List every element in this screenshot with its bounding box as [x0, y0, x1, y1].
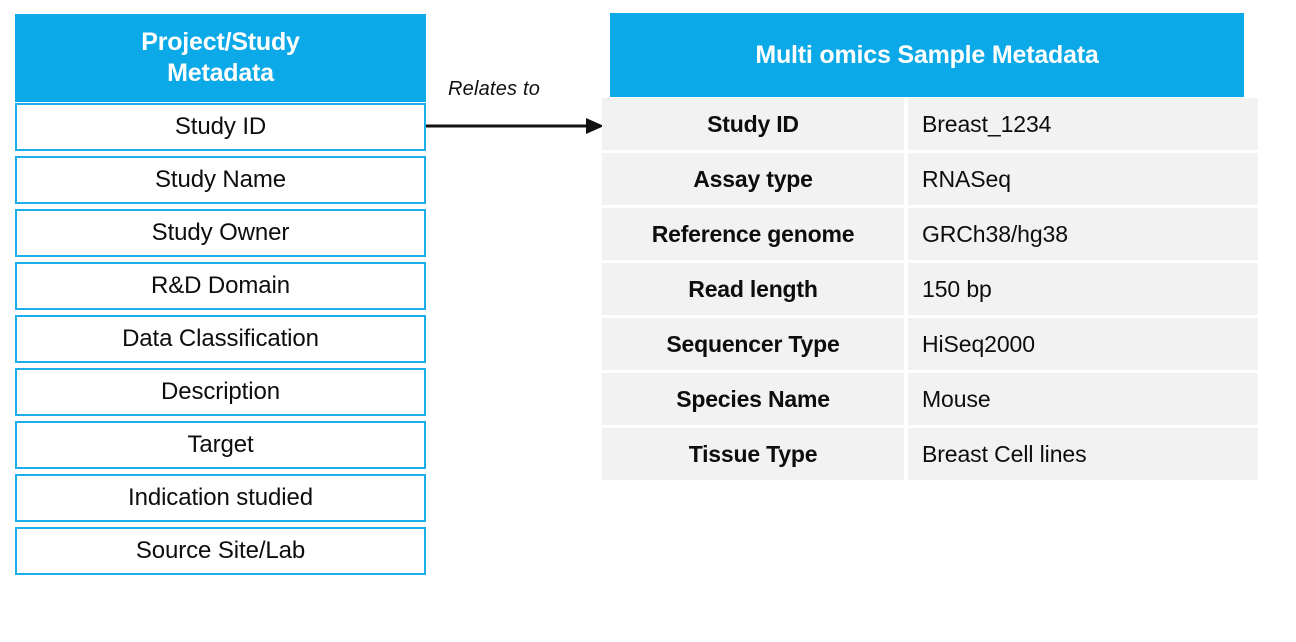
metadata-field-description[interactable]: Description	[15, 368, 426, 416]
multi-omics-sample-metadata-panel: Multi omics Sample Metadata Study ID Bre…	[602, 13, 1258, 483]
table-cell-value: Mouse	[908, 373, 1258, 425]
table-cell-field: Study ID	[602, 98, 904, 150]
table-row[interactable]: Species Name Mouse	[602, 373, 1258, 425]
table-cell-value: Breast Cell lines	[908, 428, 1258, 480]
table-cell-value: GRCh38/hg38	[908, 208, 1258, 260]
table-cell-value: HiSeq2000	[908, 318, 1258, 370]
metadata-field-study-id[interactable]: Study ID	[15, 103, 426, 151]
project-study-metadata-header: Project/Study Metadata	[15, 14, 426, 102]
arrow-right-icon	[426, 118, 604, 134]
project-study-metadata-header-line2: Metadata	[167, 59, 274, 87]
metadata-field-target[interactable]: Target	[15, 421, 426, 469]
metadata-field-indication-studied[interactable]: Indication studied	[15, 474, 426, 522]
metadata-field-label: Target	[187, 431, 254, 458]
metadata-field-label: Study Name	[154, 166, 287, 193]
metadata-field-rd-domain[interactable]: R&D Domain	[15, 262, 426, 310]
table-cell-value: RNASeq	[908, 153, 1258, 205]
table-row[interactable]: Tissue Type Breast Cell lines	[602, 428, 1258, 480]
table-cell-field: Reference genome	[602, 208, 904, 260]
table-cell-field: Sequencer Type	[602, 318, 904, 370]
table-cell-value: 150 bp	[908, 263, 1258, 315]
metadata-field-label: Indication studied	[128, 484, 313, 511]
multi-omics-sample-metadata-header: Multi omics Sample Metadata	[610, 13, 1244, 97]
metadata-field-study-name[interactable]: Study Name	[15, 156, 426, 204]
metadata-field-label: Study ID	[174, 113, 267, 140]
relation-label: Relates to	[448, 78, 541, 100]
metadata-field-source-site-lab[interactable]: Source Site/Lab	[15, 527, 426, 575]
table-row[interactable]: Read length 150 bp	[602, 263, 1258, 315]
table-cell-field: Read length	[602, 263, 904, 315]
multi-omics-metadata-table: Study ID Breast_1234 Assay type RNASeq R…	[602, 98, 1258, 480]
metadata-field-label: Study Owner	[151, 219, 290, 246]
table-row[interactable]: Assay type RNASeq	[602, 153, 1258, 205]
table-cell-field: Species Name	[602, 373, 904, 425]
table-cell-value: Breast_1234	[908, 98, 1258, 150]
metadata-field-label: Description	[161, 378, 280, 405]
table-row[interactable]: Reference genome GRCh38/hg38	[602, 208, 1258, 260]
metadata-field-label: Source Site/Lab	[135, 537, 306, 564]
metadata-field-data-classification[interactable]: Data Classification	[15, 315, 426, 363]
project-study-metadata-header-line1: Project/Study	[141, 28, 300, 56]
table-row[interactable]: Sequencer Type HiSeq2000	[602, 318, 1258, 370]
table-cell-field: Assay type	[602, 153, 904, 205]
project-study-metadata-panel: Project/Study Metadata Study ID Study Na…	[15, 14, 426, 575]
table-cell-field: Tissue Type	[602, 428, 904, 480]
metadata-field-label: Data Classification	[122, 325, 319, 352]
metadata-field-label: R&D Domain	[150, 272, 291, 299]
table-row[interactable]: Study ID Breast_1234	[602, 98, 1258, 150]
metadata-field-study-owner[interactable]: Study Owner	[15, 209, 426, 257]
relation-connector: Relates to	[426, 78, 604, 138]
